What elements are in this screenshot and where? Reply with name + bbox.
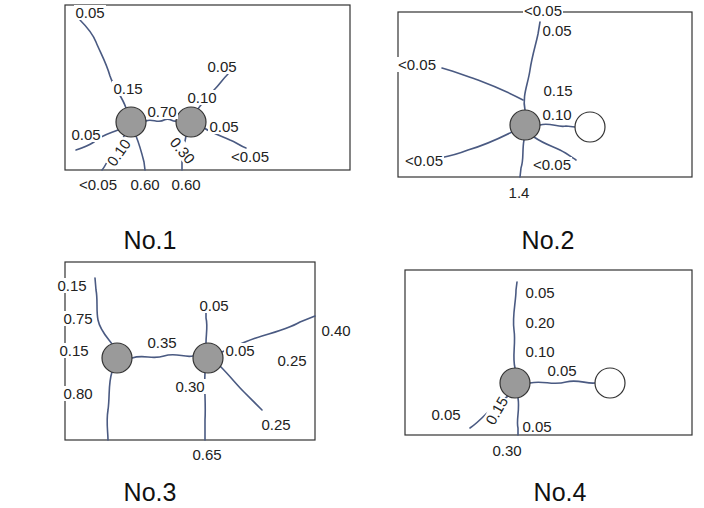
crack-lines [470, 282, 595, 435]
white-hole [575, 112, 605, 142]
crack-width-label: 0.05 [70, 127, 101, 142]
crack-width-label: 0.30 [174, 379, 205, 394]
wall-panel [405, 270, 692, 435]
crack-width-label: 0.20 [524, 315, 555, 330]
crack-width-label: 0.70 [146, 104, 177, 119]
crack-width-label: 0.10 [541, 107, 572, 122]
crack-lines [95, 278, 315, 440]
crack-width-label: <0.05 [78, 177, 118, 192]
crack-width-label: 0.10 [524, 344, 555, 359]
crack-width-label: 0.65 [191, 447, 222, 462]
crack-width-label: 0.40 [320, 323, 351, 338]
crack-lines [440, 22, 576, 177]
crack-width-label: 0.60 [129, 177, 160, 192]
crack-lines [76, 20, 246, 170]
crack-width-label: 0.25 [276, 353, 307, 368]
crack-width-label: 0.05 [208, 119, 239, 134]
crack-width-label: 1.4 [508, 185, 531, 200]
crack-width-label: 0.15 [58, 343, 89, 358]
crack-width-label: 0.15 [542, 83, 573, 98]
grey-hole [116, 107, 146, 137]
grey-hole [102, 343, 132, 373]
crack-width-label: 0.05 [524, 285, 555, 300]
crack-width-label: 0.75 [62, 311, 93, 326]
panel-caption: No.3 [123, 480, 178, 505]
crack-width-label: 0.80 [62, 386, 93, 401]
crack-width-label: 0.05 [206, 59, 237, 74]
crack-width-label: <0.05 [523, 3, 563, 18]
crack-width-label: <0.05 [230, 149, 270, 164]
crack-width-label: 0.10 [104, 135, 134, 169]
crack-width-label: 0.25 [260, 417, 291, 432]
wall-panel [65, 5, 350, 170]
wall-panel [398, 12, 692, 177]
crack-width-label: 0.05 [521, 419, 552, 434]
grey-hole [500, 368, 530, 398]
crack-width-label: 0.15 [56, 278, 87, 293]
crack-width-label: <0.05 [404, 153, 444, 168]
panel-caption: No.2 [521, 228, 576, 253]
crack-width-label: 0.05 [198, 298, 229, 313]
crack-width-label: 0.15 [483, 393, 512, 428]
crack-width-label: 0.30 [491, 443, 522, 458]
grey-hole [510, 110, 540, 140]
grey-hole [176, 107, 206, 137]
panel-caption: No.4 [533, 480, 588, 505]
crack-width-label: 0.05 [74, 5, 105, 20]
crack-width-label: 0.60 [170, 177, 201, 192]
crack-width-label: <0.05 [532, 157, 572, 172]
crack-width-label: 0.15 [112, 81, 143, 96]
crack-width-label: 0.05 [224, 343, 255, 358]
crack-width-label: <0.05 [397, 57, 437, 72]
wall-panel [65, 262, 315, 440]
crack-width-label: 0.35 [146, 335, 177, 350]
crack-width-label: 0.10 [186, 90, 217, 105]
crack-width-label: 0.05 [541, 23, 572, 38]
crack-width-label: 0.05 [546, 363, 577, 378]
panel-caption: No.1 [123, 228, 178, 253]
grey-hole [193, 343, 223, 373]
crack-width-label: 0.05 [430, 407, 461, 422]
crack-width-label: 0.30 [167, 133, 199, 167]
white-hole [595, 368, 625, 398]
